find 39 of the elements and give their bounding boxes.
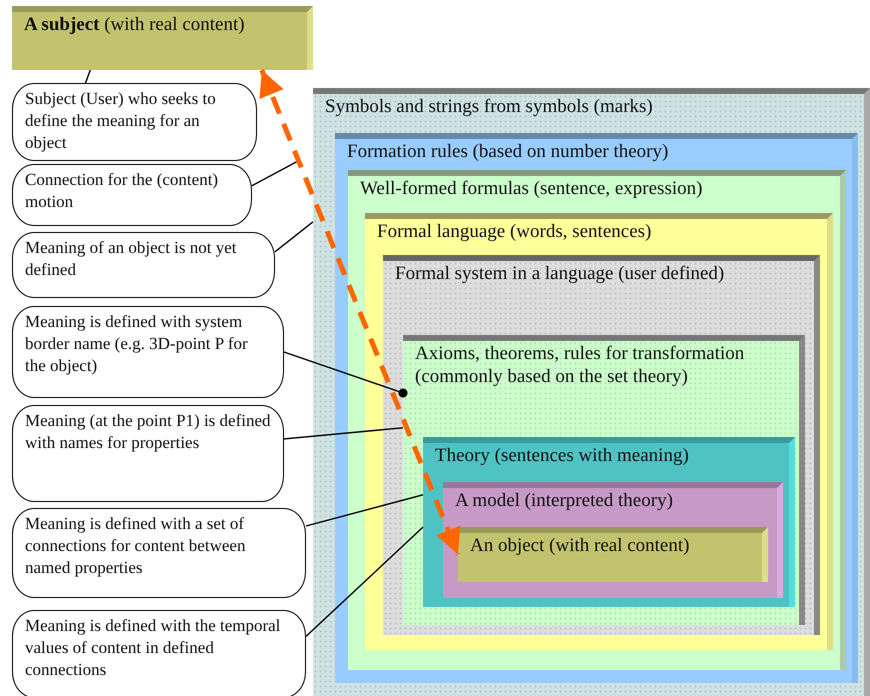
callout-bubble (12, 232, 275, 298)
subject-panel (12, 6, 313, 70)
box-title: Axioms, theorems, rules for transformation (commonly based on the set theory) (415, 343, 746, 389)
callout-bubble (12, 306, 284, 398)
leader-line (306, 494, 424, 527)
dashed-arrow (259, 69, 460, 556)
box-title: Formation rules (based on number theory) (347, 141, 670, 164)
callout-bubble (12, 508, 306, 598)
nested-panel (383, 255, 820, 635)
nested-panel (423, 437, 795, 607)
box-title: An object (with real content) (470, 535, 690, 558)
nested-panel (313, 88, 870, 696)
callout-text: Meaning is defined with system border name (e.g. 3D-point P for the object) (25, 311, 249, 378)
callout-text: Connection for the (content) motion (25, 169, 220, 214)
callout-text: Meaning is defined with the temporal values of content in defined connections (25, 615, 282, 682)
callout-text: Meaning is defined with a set of connections for content between named properties (25, 513, 246, 580)
box-title: Formal language (words, sentences) (377, 221, 652, 244)
object-panel (458, 527, 768, 582)
leader-line (306, 526, 424, 637)
nested-panel (365, 213, 833, 650)
callout-bubble (12, 405, 284, 502)
callout-text: Meaning (at the point P1) is defined with names for properties (25, 410, 271, 454)
box-title: Formal system in a language (user defined) (395, 263, 726, 286)
box-title: Symbols and strings from symbols (marks) (325, 96, 654, 119)
callout-text: Meaning of an object is not yet defined (25, 237, 238, 282)
box-title: A model (interpreted theory) (455, 490, 674, 513)
callout-text: Subject (User) who seeks to define the meaning for an object (25, 88, 217, 154)
nested-panel (403, 335, 805, 625)
box-title: Well-formed formulas (sentence, expression) (360, 178, 704, 201)
leader-line (284, 427, 404, 440)
box-title: A subject (with real content) (24, 14, 246, 37)
callout-bubble (12, 610, 306, 696)
box-title: Theory (sentences with meaning) (435, 445, 690, 468)
callout-bubble (12, 164, 252, 226)
callout-bubble (12, 83, 257, 161)
nested-panel (443, 482, 783, 598)
leader-line (274, 221, 314, 252)
leader-line (84, 70, 91, 84)
leader-line (284, 351, 408, 398)
